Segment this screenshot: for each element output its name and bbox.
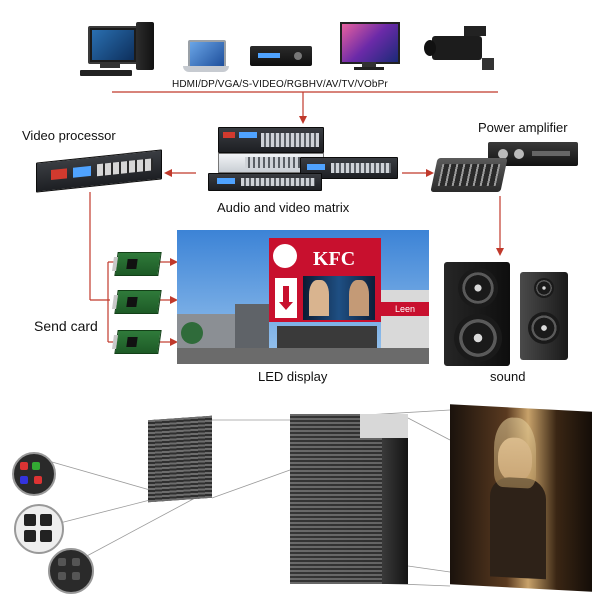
side-store-sign: Leen Bakker [381,302,429,316]
laptop [183,40,229,74]
led-pixel-closeup-2 [14,504,64,554]
video-processor-label: Video processor [22,128,116,143]
send-card-3 [112,330,162,354]
speakers [444,258,572,368]
computer-tower [136,22,154,70]
media-player [250,46,312,66]
matrix-unit-top [218,127,324,153]
speaker-large [444,262,510,366]
led-pixel-closeup-3 [48,548,94,594]
matrix-unit-bottom [208,173,322,191]
video-camera [424,22,496,72]
av-matrix [200,125,402,195]
audio-mixer [430,158,508,192]
kfc-logo-text: KFC [313,248,356,270]
billboard-screen [303,276,375,320]
send-card-2 [112,290,162,314]
desktop-computer [80,22,156,78]
computer-monitor [88,26,138,64]
power-amplifier-label: Power amplifier [478,120,568,135]
send-card-label: Send card [34,318,98,334]
finished-led-screen [450,404,592,592]
led-display-photo: KFC Leen Bakker [177,230,429,364]
video-processor [30,149,162,193]
led-module [148,415,212,503]
led-pixel-closeup-1 [12,452,56,496]
sound-label: sound [490,369,526,384]
av-matrix-label: Audio and video matrix [217,200,350,215]
kfc-billboard: KFC [269,238,381,322]
matrix-unit-right [300,157,398,179]
television [340,22,400,72]
input-formats-label: HDMI/DP/VGA/S-VIDEO/RGBHV/AV/TV/VObPr [172,79,388,90]
speaker-small [520,272,568,360]
led-cabinet [290,414,408,584]
keyboard [80,70,132,76]
led-display-label: LED display [258,369,328,384]
send-card-1 [112,252,162,276]
power-amplifier [430,138,582,196]
